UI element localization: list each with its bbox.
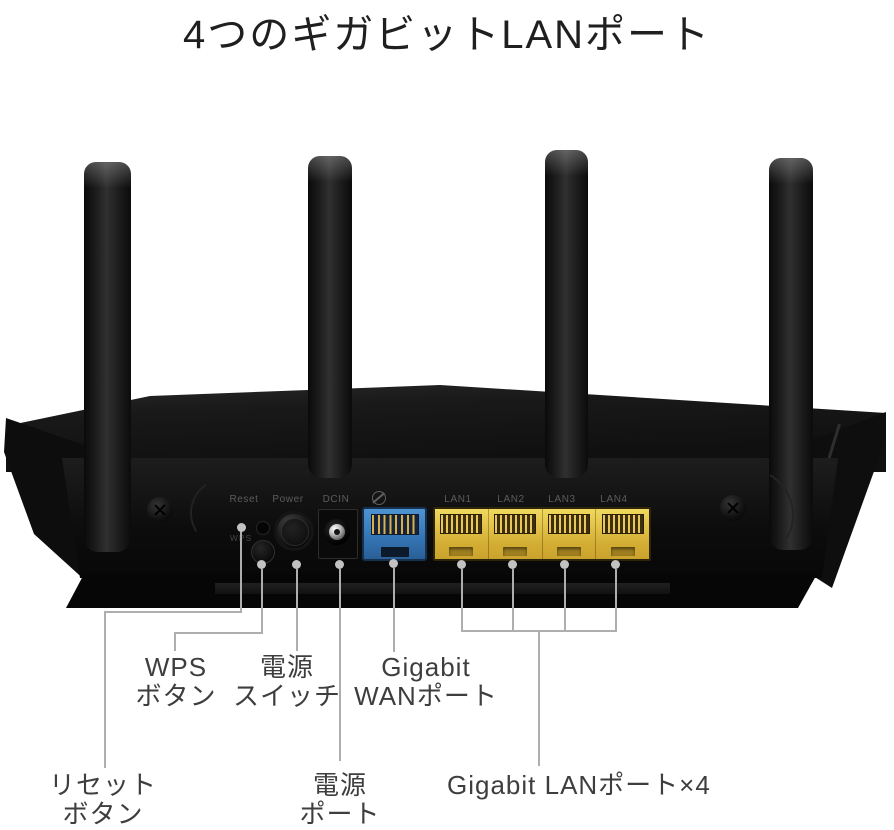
label-power-switch: 電源 スイッチ — [225, 653, 349, 711]
label-power-port: 電源 ポート — [279, 771, 401, 829]
screw-icon — [720, 495, 746, 521]
lan-port-tab — [503, 547, 528, 556]
lan-port-tab — [449, 547, 474, 556]
label-line: 電源 — [259, 652, 314, 682]
screw-icon — [147, 497, 173, 523]
antenna-2 — [308, 156, 352, 478]
label-reset-button: リセット ボタン — [42, 771, 164, 829]
dc-in-jack-pin — [334, 529, 340, 535]
callout-dot — [389, 559, 398, 568]
wan-port-tab — [380, 547, 409, 557]
antenna-1 — [84, 162, 131, 552]
label-line: ボタン — [62, 799, 144, 829]
lan-port-3 — [541, 509, 596, 559]
panel-label-lan2: LAN2 — [497, 494, 525, 505]
antenna-3 — [545, 150, 588, 478]
page-title: 4つのギガビットLANポート — [182, 13, 712, 57]
lan-port-4 — [595, 509, 649, 559]
callout-line — [174, 632, 263, 634]
lan-port-tab — [556, 547, 581, 556]
panel-label-power: Power — [272, 494, 304, 505]
lan-port-2 — [487, 509, 542, 559]
panel-label-dcin: DCIN — [322, 494, 350, 505]
panel-label-lan3: LAN3 — [548, 494, 576, 505]
panel-label-reset: Reset — [229, 494, 259, 505]
label-line: WPS — [144, 652, 208, 682]
callout-dot — [508, 560, 517, 569]
callout-dot — [457, 560, 466, 569]
lan-port-pins — [601, 514, 644, 534]
label-line: Gigabit — [381, 652, 471, 682]
callout-dot — [560, 560, 569, 569]
lan-port-pins — [440, 514, 483, 534]
callout-dot — [611, 560, 620, 569]
callout-line — [261, 569, 263, 634]
power-button-cap — [281, 518, 309, 546]
lan-port-pins — [494, 514, 537, 534]
callout-dot — [335, 560, 344, 569]
callout-line — [296, 569, 298, 651]
reset-pinhole — [256, 521, 270, 535]
router-base-highlight — [215, 583, 670, 594]
wan-port-pins — [370, 514, 419, 535]
lan-port-block — [433, 507, 651, 561]
globe-icon — [372, 491, 386, 505]
wan-port — [362, 507, 427, 561]
callout-line — [393, 568, 395, 652]
callout-line — [104, 611, 106, 768]
label-line: ボタン — [135, 681, 217, 711]
lan-port-1 — [435, 509, 488, 559]
label-line: 電源 — [312, 770, 367, 800]
label-line: スイッチ — [232, 681, 341, 711]
callout-line — [512, 569, 514, 632]
callout-line — [104, 611, 242, 613]
label-line: ポート — [299, 799, 381, 829]
lan-port-pins — [547, 514, 590, 534]
lan-port-tab — [610, 547, 635, 556]
callout-dot — [292, 560, 301, 569]
callout-line — [240, 531, 242, 613]
callout-line — [538, 630, 540, 766]
callout-line — [174, 632, 176, 651]
label-wps-button: WPS ボタン — [116, 653, 236, 711]
callout-line — [564, 569, 566, 632]
antenna-4 — [769, 158, 813, 550]
panel-label-lan4: LAN4 — [600, 494, 628, 505]
panel-label-lan1: LAN1 — [444, 494, 472, 505]
callout-line — [339, 569, 341, 761]
label-gigabit-lan-ports: Gigabit LANポート×4 — [447, 770, 711, 800]
label-line: リセット — [48, 770, 157, 800]
callout-line — [461, 569, 463, 632]
callout-line — [615, 569, 617, 632]
label-line: WANポート — [354, 681, 498, 711]
callout-dot — [237, 523, 246, 532]
callout-dot — [257, 560, 266, 569]
label-gigabit-wan-port: Gigabit WANポート — [343, 653, 509, 711]
